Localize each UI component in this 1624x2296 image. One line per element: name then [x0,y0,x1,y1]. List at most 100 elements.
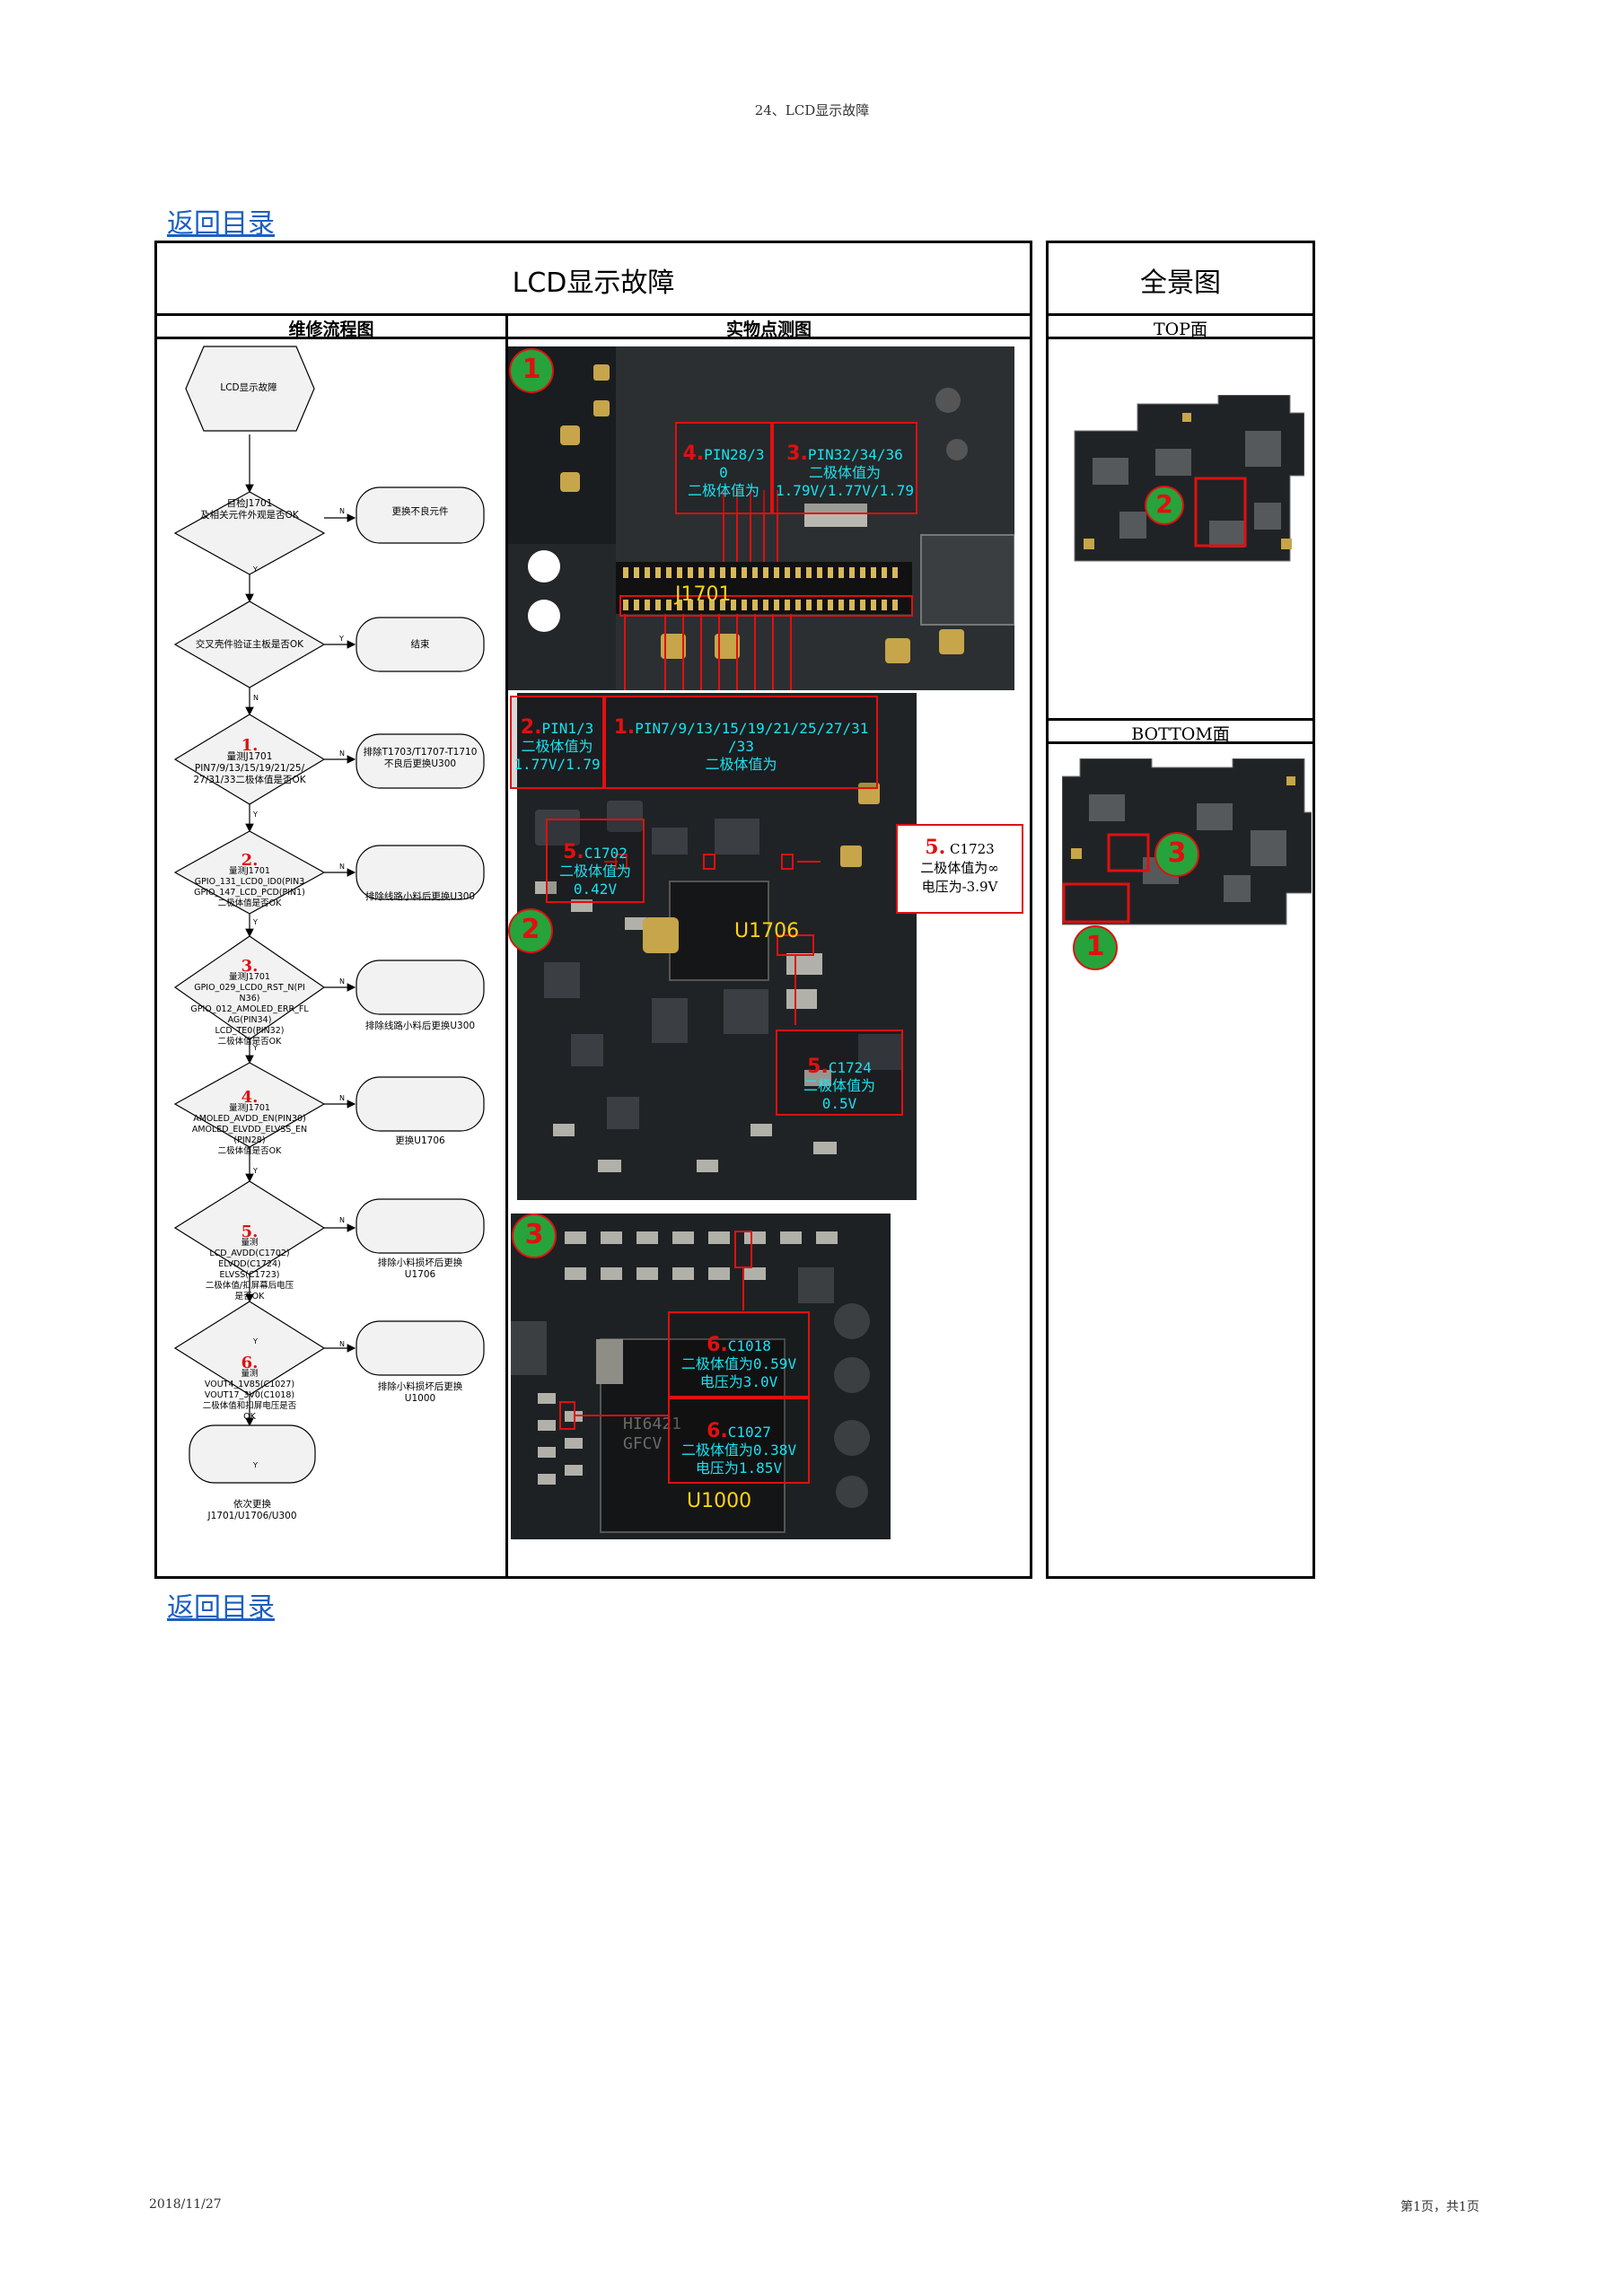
annotation-c1702-text: C1702 二极体值为 0.42V [558,845,631,898]
j1701-label: J1701 [675,583,732,606]
main-panel [154,241,1032,1579]
step-number: 1. [241,736,259,755]
annotation-c1027: 6.C1027 二极体值为0.38V 电压为1.85V [668,1398,810,1484]
step-number: 4. [682,443,705,465]
flow-no-label: N [339,507,345,515]
flow-decision-4-text: 量测J1701 GPIO_131_LCD0_ID0(PIN3 GPIO_147_… [194,866,305,908]
flow-yes-label: Y [253,1044,258,1052]
step-number: 6. [241,1354,259,1372]
divider [157,313,1030,316]
main-title: LCD显示故障 [512,267,675,299]
flow-yes-label: Y [253,565,258,574]
flow-decision-8: 6. 量测 VOUT4_1V85(C1027) VOUT17_3V0(C1018… [171,1354,329,1423]
annotation-pin1-3-text: PIN1/3 二极体值为 1.77V/1.79 [514,720,601,773]
divider [1049,337,1312,339]
step-number: 4. [241,1088,259,1107]
flow-decision-6: 4. 量测J1701 AMOLED_AVDD_EN(PIN30) AMOLED_… [171,1088,329,1157]
annotation-pin7-33-text: PIN7/9/13/15/19/21/25/27/31 /33 二极体值为 [635,720,869,773]
divider [1049,313,1312,316]
divider [157,337,1030,339]
flow-decision-7-text: 量测 LCD_AVDD(C1702) ELVDD(C1724) ELVSS(C1… [205,1238,294,1301]
flow-decision-5-text: 量测J1701 GPIO_029_LCD0_RST_N(PI N36) GPIO… [190,972,309,1047]
step-number: 3. [241,957,259,976]
flow-action-7: 排除小料损坏后更换 U1706 [377,1258,463,1280]
overview-marker-3: 3 [1154,832,1199,877]
flow-yes-label: Y [253,918,258,926]
annotation-c1723-name: C1723 [950,841,995,857]
annotation-c1724: 5.C1724 二极体值为 0.5V [776,1030,903,1116]
divider [1049,741,1312,744]
photo-marker-3: 3 [512,1214,557,1258]
annotation-c1018: 6.C1018 二极体值为0.59V 电压为3.0V [668,1311,810,1398]
flow-start-label: LCD显示故障 [220,382,277,393]
board-photo-3: HI6421 GFCV [511,1214,891,1539]
step-number: 5. [925,836,946,859]
step-number: 3. [786,443,808,465]
photo-marker-1: 1 [509,348,554,393]
annotation-pin32-34-36: 3.PIN32/34/36 二极体值为 1.79V/1.77V/1.79 [772,422,917,514]
flowchart-diagram [173,346,485,1484]
flow-decision-6-text: 量测J1701 AMOLED_AVDD_EN(PIN30) AMOLED_ELV… [191,1103,308,1156]
flow-decision-2: 交叉壳件验证主板是否OK [195,639,304,650]
flow-decision-4: 2. 量测J1701 GPIO_131_LCD0_ID0(PIN3 GPIO_1… [171,851,329,909]
flow-no-label: N [253,694,259,702]
overview-panel [1046,241,1315,1579]
bottom-face-header: BOTTOM面 [1131,724,1230,744]
footer-page-number: 第1页，共1页 [1400,2200,1479,2214]
flow-action-5: 排除线路小料后更换U300 [364,1021,476,1031]
flow-action-4: 排除线路小料后更换U300 [364,891,476,902]
flow-yes-label: Y [253,1461,258,1469]
overview-marker-1: 1 [1073,925,1118,970]
column-divider [505,313,508,1576]
flow-no-label: N [339,1216,345,1224]
step-number: 5. [807,1056,829,1078]
annotation-c1723-text: 二极体值为∞ 电压为-3.9V [920,860,999,895]
chip-marking: HI6421 [623,1415,681,1433]
footer-date: 2018/11/27 [149,2197,222,2212]
step-number: 2. [520,716,542,739]
annotation-pin32-34-36-text: PIN32/34/36 二极体值为 1.79V/1.77V/1.79 [775,446,915,499]
back-to-toc-link-top[interactable]: 返回目录 [167,208,275,240]
flow-no-label: N [339,863,345,871]
step-number: 5. [563,841,584,863]
flow-no-label: N [339,1340,345,1348]
top-face-header: TOP面 [1153,320,1208,339]
flow-decision-1: 目检J1701 及相关元件外观是否OK [200,498,299,521]
flow-decision-8-text: 量测 VOUT4_1V85(C1027) VOUT17_3V0(C1018) 二… [202,1369,297,1422]
flow-no-label: N [339,977,345,986]
step-number: 5. [241,1222,259,1241]
step-number: 6. [707,1420,728,1442]
back-to-toc-link-bottom[interactable]: 返回目录 [167,1592,275,1624]
flow-yes-label: Y [253,1337,258,1345]
annotation-c1018-text: C1018 二极体值为0.59V 电压为3.0V [680,1337,797,1390]
flow-action-1: 更换不良元件 [391,506,449,517]
annotation-c1702: 5.C1702 二极体值为 0.42V [546,819,645,903]
annotation-c1027-text: C1027 二极体值为0.38V 电压为1.85V [680,1424,797,1477]
flow-action-6: 更换U1706 [395,1135,445,1146]
board-photo-1 [508,346,1014,690]
flow-yes-label: Y [253,1167,258,1175]
step-number: 1. [613,716,636,739]
top-board-overview [1066,394,1305,565]
flow-end: 依次更换 J1701/U1706/U300 [207,1499,297,1521]
annotation-pin7-33: 1.PIN7/9/13/15/19/21/25/27/31 /33 二极体值为 [604,696,878,789]
flow-action-3: 排除T1703/T1707-T1710 不良后更换U300 [363,747,478,769]
flow-decision-7: 5. 量测 LCD_AVDD(C1702) ELVDD(C1724) ELVSS… [171,1222,329,1302]
annotation-pin1-3: 2.PIN1/3 二极体值为 1.77V/1.79 [510,696,604,789]
step-number: 6. [707,1334,728,1356]
flow-no-label: N [339,1094,345,1102]
u1000-label: U1000 [687,1490,752,1512]
flow-yes-label: Y [253,811,258,819]
flow-start [185,346,315,432]
overview-title: 全景图 [1140,267,1221,299]
flow-action-2: 结束 [410,639,430,650]
photo-marker-2: 2 [508,908,553,953]
flow-no-label: N [339,749,345,758]
annotation-c1724-text: C1724 二极体值为 0.5V [803,1059,875,1112]
annotation-pin28-30-text: PIN28/3 0 二极体值为 [687,446,765,499]
flow-decision-3-text: 量测J1701 PIN7/9/13/15/19/21/25/ 27/31/33二… [193,751,306,785]
flow-decision-5: 3. 量测J1701 GPIO_029_LCD0_RST_N(PI N36) G… [171,957,329,1047]
flow-action-8: 排除小料损坏后更换 U1000 [377,1381,463,1404]
divider [1049,718,1312,721]
u1706-label: U1706 [734,920,800,942]
